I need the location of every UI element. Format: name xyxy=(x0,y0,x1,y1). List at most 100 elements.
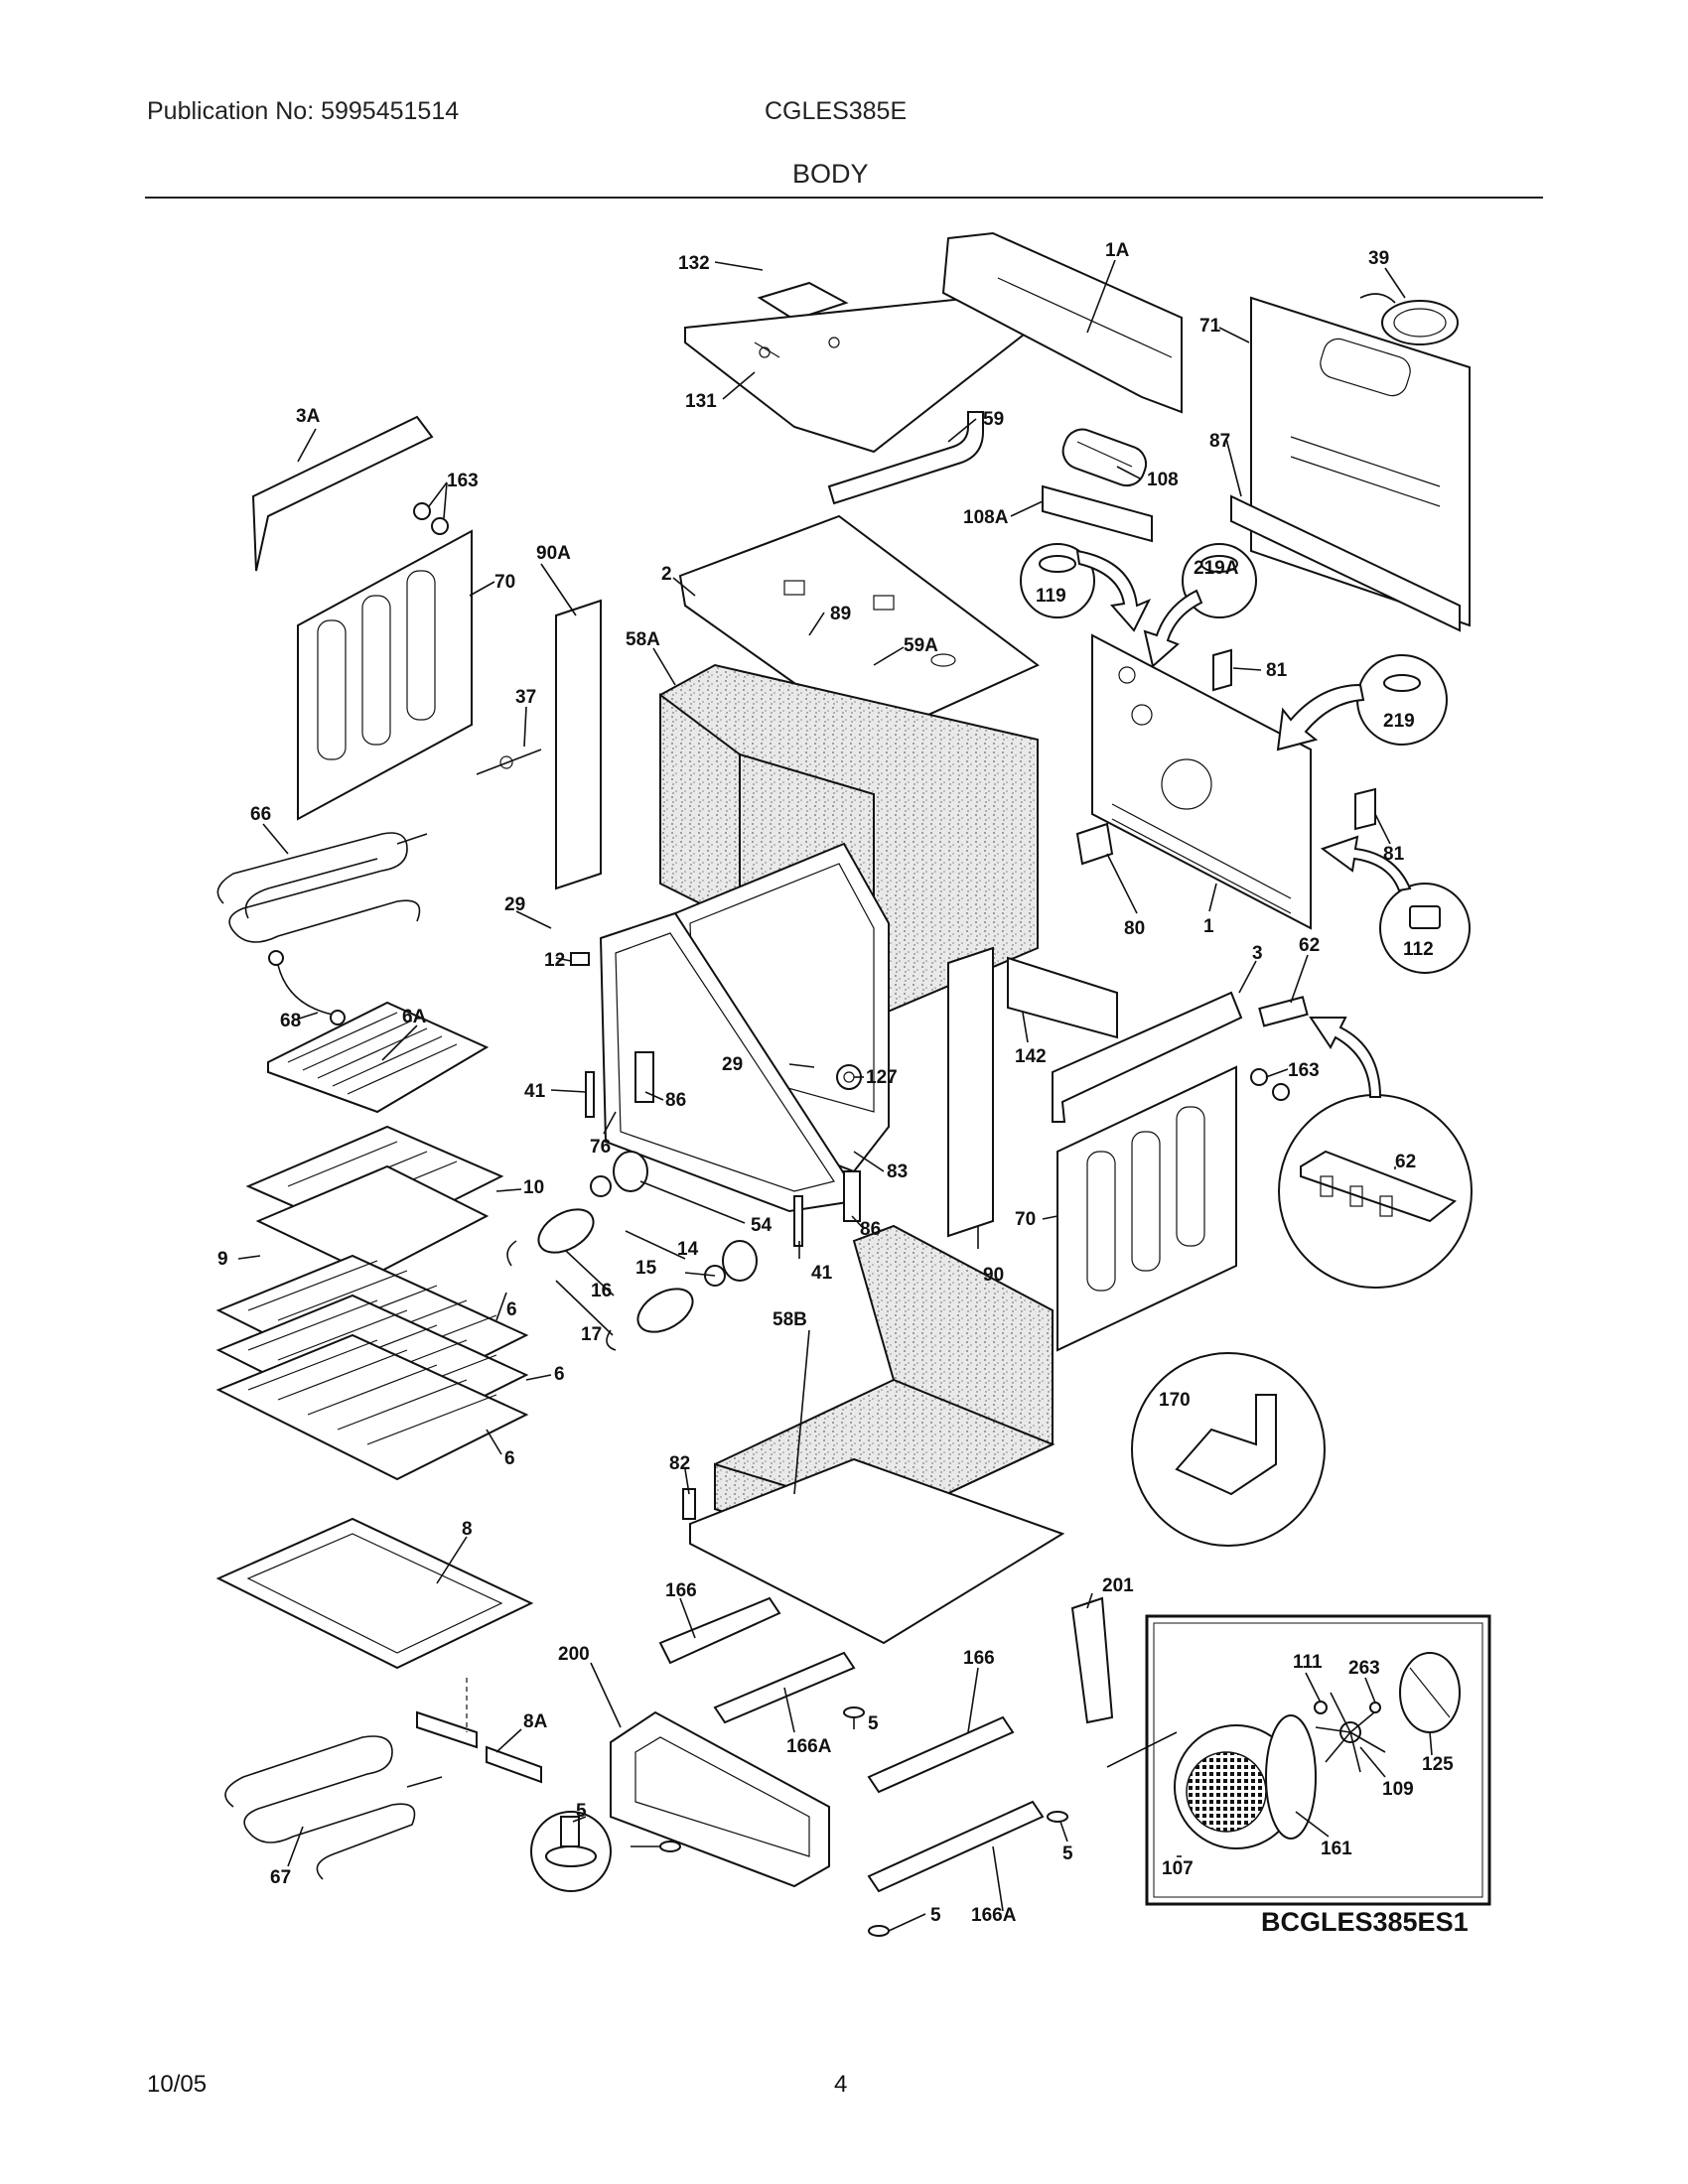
callout-39: 39 xyxy=(1368,248,1389,269)
part-90-strip xyxy=(947,946,994,1238)
part-108A-bracket xyxy=(1042,484,1153,543)
callout-29-lower: 29 xyxy=(722,1054,743,1075)
part-166-rail-left xyxy=(658,1596,781,1665)
callout-16: 16 xyxy=(591,1281,612,1301)
part-111-washer xyxy=(1314,1701,1328,1714)
part-142-duct xyxy=(1007,956,1118,1039)
callout-14: 14 xyxy=(677,1239,699,1260)
callout-15: 15 xyxy=(635,1258,657,1279)
page-number: 4 xyxy=(834,2071,848,2098)
callout-142: 142 xyxy=(1015,1046,1047,1067)
part-3A-trim xyxy=(251,415,434,572)
callout-90A: 90A xyxy=(536,543,571,564)
callout-125: 125 xyxy=(1422,1754,1454,1775)
leader-lines xyxy=(237,259,1433,1932)
part-67-bake-element xyxy=(224,1735,443,1880)
part-59-vent-tube xyxy=(827,411,984,505)
diagram-code: BCGLES385ES1 xyxy=(1261,1907,1469,1937)
callout-108: 108 xyxy=(1147,470,1179,490)
callout-87: 87 xyxy=(1209,431,1230,452)
part-15-light-bulb-upper xyxy=(537,1208,595,1254)
part-5-leg-small-b xyxy=(843,1706,865,1718)
callout-81-lower: 81 xyxy=(1383,844,1405,865)
header-divider xyxy=(145,197,1543,199)
part-37-wire xyxy=(476,749,542,775)
callout-166-upper: 166 xyxy=(665,1580,697,1601)
part-54-light-lens-lower xyxy=(722,1240,758,1282)
callout-161: 161 xyxy=(1321,1839,1352,1859)
callout-41-upper: 41 xyxy=(524,1081,546,1102)
part-163-nuts-upper xyxy=(413,502,449,535)
callout-12: 12 xyxy=(544,950,565,971)
callout-6-bottom: 6 xyxy=(504,1448,515,1469)
part-3-front-rail xyxy=(1052,991,1243,1123)
callout-62-lower: 62 xyxy=(1395,1152,1416,1172)
part-8A-hinge xyxy=(416,1678,542,1784)
callout-83: 83 xyxy=(887,1161,908,1182)
arrow-119-to-wall xyxy=(1075,549,1152,632)
part-5-leveling-leg-detail xyxy=(530,1811,612,1892)
part-200-drawer-frame xyxy=(610,1710,830,1888)
part-5-leg-small-c xyxy=(1047,1811,1068,1823)
callout-163-upper: 163 xyxy=(447,471,479,491)
callout-41-lower: 41 xyxy=(811,1263,833,1284)
part-6A-broil-rack xyxy=(267,1001,490,1114)
callout-86-upper: 86 xyxy=(665,1090,686,1111)
callout-68: 68 xyxy=(280,1011,301,1031)
callout-9: 9 xyxy=(217,1249,228,1270)
callout-labels: 132 1A 39 71 131 3A 163 59 108 87 108A 9… xyxy=(217,240,1454,1926)
callout-86-lower: 86 xyxy=(860,1219,881,1240)
model-number: CGLES385E xyxy=(765,97,908,125)
callout-59A: 59A xyxy=(904,635,938,656)
part-1A-rear-rail xyxy=(941,231,1183,414)
callout-10: 10 xyxy=(523,1177,544,1198)
callout-219A: 219A xyxy=(1194,558,1239,579)
callout-127: 127 xyxy=(866,1067,898,1088)
callout-131: 131 xyxy=(685,391,717,412)
callout-58B: 58B xyxy=(773,1309,807,1330)
callout-111: 111 xyxy=(1293,1652,1323,1673)
part-5-leg-small-a xyxy=(659,1841,681,1852)
callout-5-a: 5 xyxy=(868,1713,879,1734)
part-86-hinge-lower xyxy=(843,1170,861,1222)
part-166A-rail-right xyxy=(867,1800,1045,1893)
part-161-fan-ring xyxy=(1265,1714,1317,1840)
part-109-fan-blade xyxy=(1315,1692,1386,1773)
callout-163-lower: 163 xyxy=(1288,1060,1320,1081)
part-41-strip-lower xyxy=(793,1195,803,1247)
callout-200: 200 xyxy=(558,1644,590,1665)
part-66-broil-element xyxy=(216,832,428,943)
callout-67: 67 xyxy=(270,1867,291,1888)
callout-5-c: 5 xyxy=(930,1905,941,1926)
callout-90: 90 xyxy=(983,1265,1004,1286)
part-70-side-panel-left xyxy=(297,529,473,821)
publication-number: Publication No: 5995451514 xyxy=(147,97,460,125)
callout-109: 109 xyxy=(1382,1779,1414,1800)
callout-166A-upper: 166A xyxy=(786,1736,832,1757)
part-81-bracket-upper xyxy=(1212,648,1232,692)
callout-2: 2 xyxy=(661,564,672,585)
callout-166A-lower: 166A xyxy=(971,1905,1017,1926)
part-87-rear-bracket xyxy=(1230,494,1461,632)
arrow-112-to-wall xyxy=(1320,835,1412,892)
callout-37: 37 xyxy=(515,687,536,708)
part-bottom-frame xyxy=(689,1457,1065,1645)
callout-107: 107 xyxy=(1162,1858,1194,1879)
part-125-fan-motor xyxy=(1399,1652,1461,1733)
callout-132: 132 xyxy=(678,253,710,274)
part-14-light-socket-upper xyxy=(590,1175,612,1197)
detail-circle-112 xyxy=(1379,883,1471,974)
detail-circle-219 xyxy=(1356,654,1448,746)
part-132-cover-plate xyxy=(757,281,849,322)
part-62-terminal-block xyxy=(1258,996,1309,1027)
arrow-219-to-wall xyxy=(1276,683,1365,751)
part-86-hinge-upper xyxy=(634,1051,654,1103)
part-9-broil-pan xyxy=(255,1164,490,1278)
part-166-rail-right xyxy=(867,1715,1015,1794)
part-1-rear-wall xyxy=(1091,633,1312,930)
callout-166-lower: 166 xyxy=(963,1648,995,1669)
part-12-sensor xyxy=(570,952,590,966)
part-5-leg-small-d xyxy=(868,1925,890,1937)
callout-108A: 108A xyxy=(963,507,1009,528)
callout-6-top: 6 xyxy=(506,1299,517,1320)
